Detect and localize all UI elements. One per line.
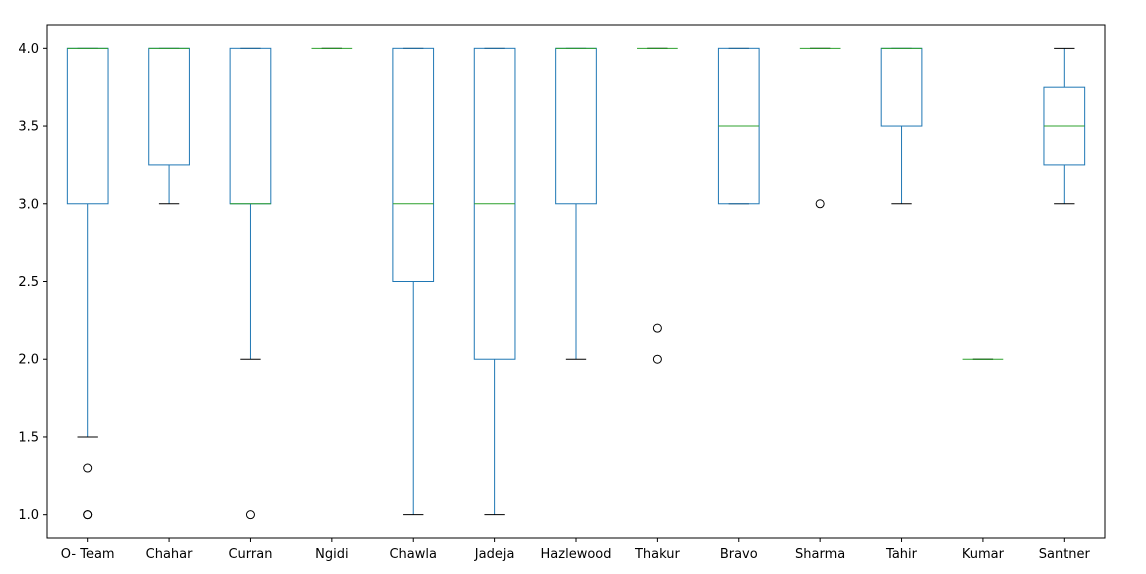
outlier-point [245, 510, 255, 520]
box-group [392, 47, 435, 516]
x-tick-label: O- Team [61, 547, 115, 562]
box-group [799, 47, 841, 209]
outlier-point [652, 354, 662, 364]
box-group [229, 47, 272, 520]
x-tick-label: Thakur [634, 547, 681, 562]
y-tick-label: 4.0 [18, 42, 39, 57]
box-iqr [148, 47, 190, 166]
outlier-point [652, 323, 662, 333]
box-group [473, 47, 516, 516]
x-tick-label: Tahir [885, 547, 918, 562]
box-iqr [392, 47, 435, 283]
box-group [1043, 47, 1086, 205]
outlier-point [83, 510, 93, 520]
x-tick-label: Chawla [389, 547, 437, 562]
box-group [880, 47, 923, 205]
plot-marks [66, 47, 1086, 520]
x-tick-label: Sharma [795, 547, 845, 562]
x-axis: O- Team Chahar Curran Ngidi Chawla Jadeja Hazl… [61, 538, 1091, 562]
outlier-point [815, 199, 825, 209]
x-tick-label: Bravo [720, 547, 758, 562]
x-tick-label: Ngidi [315, 547, 348, 562]
x-tick-label: Hazlewood [541, 547, 612, 562]
y-tick-label: 2.5 [18, 275, 39, 290]
y-tick-label: 3.5 [18, 120, 39, 135]
x-tick-label: Curran [228, 547, 272, 562]
y-axis: 1.0 1.5 2.0 2.5 3.0 3.5 4.0 [18, 42, 47, 523]
box-iqr [229, 47, 272, 205]
box-group [148, 47, 190, 205]
box-group [555, 47, 597, 360]
box-group [717, 47, 760, 205]
x-tick-label: Santner [1039, 547, 1091, 562]
y-tick-label: 1.5 [18, 430, 39, 445]
box-iqr [555, 47, 597, 205]
outlier-point [83, 463, 93, 473]
box-group [66, 47, 109, 520]
x-tick-label: Jadeja [474, 547, 515, 562]
y-tick-label: 2.0 [18, 353, 39, 368]
x-tick-label: Kumar [962, 547, 1005, 562]
box-group [637, 47, 678, 364]
box-iqr [880, 47, 923, 127]
y-tick-label: 1.0 [18, 508, 39, 523]
x-tick-label: Chahar [146, 547, 193, 562]
y-tick-label: 3.0 [18, 197, 39, 212]
box-iqr [66, 47, 109, 205]
